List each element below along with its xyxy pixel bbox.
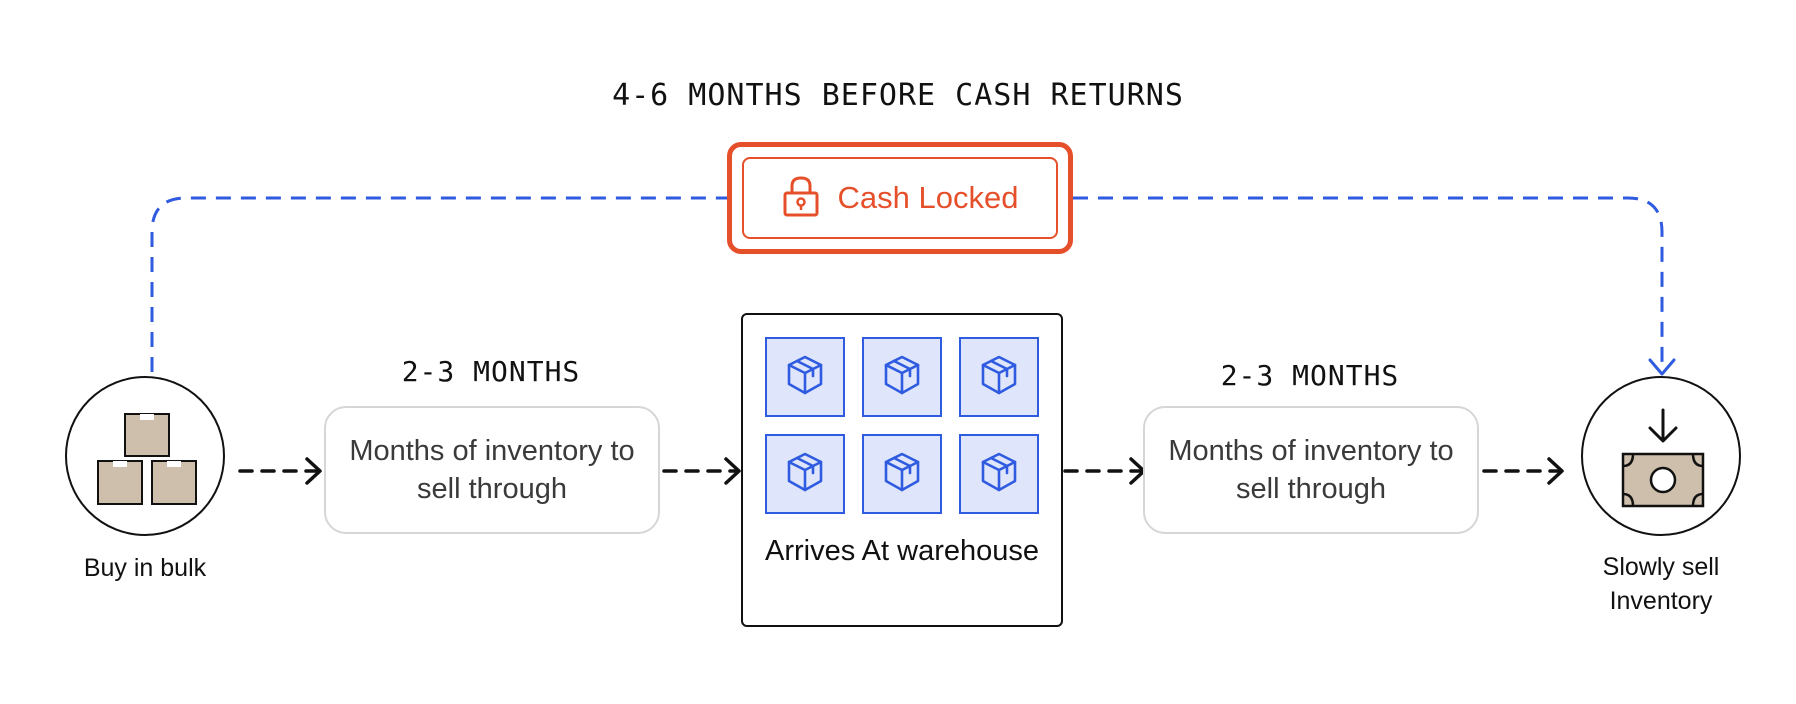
slowly-sell-caption: Slowly sell Inventory <box>1602 553 1720 615</box>
package-tile <box>862 337 942 417</box>
chevron-down-icon <box>1648 358 1676 376</box>
flow-arrow-2 <box>662 457 741 485</box>
package-icon <box>880 450 924 499</box>
cash-return-loop <box>150 196 727 372</box>
cash-locked-inner: Cash Locked <box>742 157 1058 239</box>
cash-return-loop-right <box>1073 196 1664 372</box>
cash-inflow-icon <box>1620 406 1706 517</box>
package-icon <box>880 353 924 402</box>
flow-arrow-1 <box>238 457 322 485</box>
buy-in-bulk-node <box>65 376 225 536</box>
package-icon <box>783 353 827 402</box>
package-tile <box>765 434 845 514</box>
package-tile <box>862 434 942 514</box>
package-icon <box>977 450 1021 499</box>
cash-locked-label: Cash Locked <box>837 180 1019 215</box>
package-icon <box>783 450 827 499</box>
warehouse-node: Arrives At warehouse <box>741 313 1063 627</box>
lock-icon <box>782 175 820 222</box>
period-label-2: 2-3 MONTHS <box>1220 359 1400 392</box>
warehouse-caption: Arrives At warehouse <box>764 535 1039 567</box>
package-icon <box>977 353 1021 402</box>
slowly-sell-node <box>1581 376 1741 536</box>
flow-arrow-4 <box>1482 457 1564 485</box>
diagram-title: 4-6 MONTHS BEFORE CASH RETURNS <box>612 78 1184 113</box>
flow-arrow-3 <box>1063 457 1146 485</box>
stacked-boxes-icon <box>97 408 197 513</box>
package-tile <box>959 337 1039 417</box>
cash-locked-badge: Cash Locked <box>727 142 1073 254</box>
package-tile <box>959 434 1039 514</box>
buy-in-bulk-caption: Buy in bulk <box>83 554 207 582</box>
sell-through-box-2: Months of inventory to sell through <box>1143 406 1479 534</box>
sell-through-box-1: Months of inventory to sell through <box>324 406 660 534</box>
period-label-1: 2-3 MONTHS <box>401 355 581 388</box>
package-tile <box>765 337 845 417</box>
